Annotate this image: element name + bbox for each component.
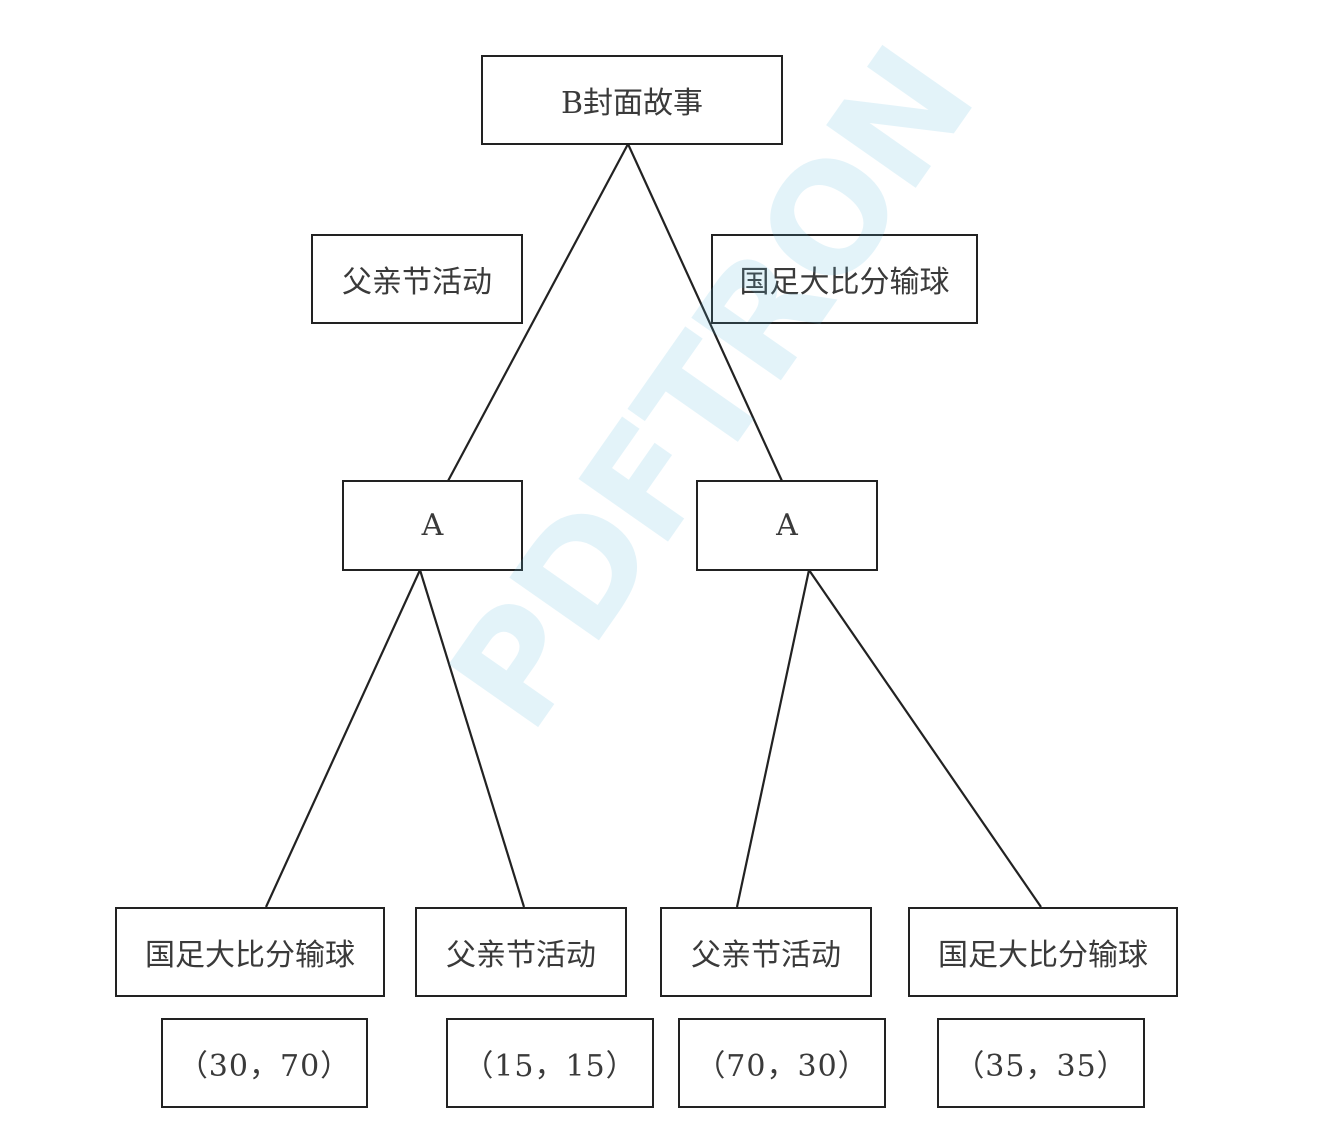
leaf-node-4-label: 国足大比分输球 [938, 938, 1148, 973]
decision-node-a-left-label: A [421, 508, 444, 543]
root-node-b: B封面故事 [481, 55, 783, 145]
branch-label-right: 国足大比分输球 [711, 234, 978, 324]
payoff-box-2: （15，15） [446, 1018, 654, 1108]
leaf-node-3-label: 父亲节活动 [691, 938, 841, 973]
edge-right-a-to-leaf-4 [808, 569, 1042, 908]
branch-label-left-text: 父亲节活动 [342, 265, 492, 300]
payoff-4-text: （35，35） [954, 1049, 1128, 1084]
leaf-node-2-label: 父亲节活动 [446, 938, 596, 973]
leaf-node-4: 国足大比分输球 [908, 907, 1178, 997]
leaf-node-3: 父亲节活动 [660, 907, 872, 997]
edge-root-to-left-a [447, 143, 629, 482]
branch-label-right-text: 国足大比分输球 [739, 265, 950, 300]
payoff-3-text: （70，30） [695, 1049, 869, 1084]
decision-node-a-right-label: A [776, 508, 798, 543]
payoff-box-3: （70，30） [678, 1018, 886, 1108]
leaf-node-1-label: 国足大比分输球 [145, 938, 355, 973]
leaf-node-2: 父亲节活动 [415, 907, 627, 997]
decision-node-a-right: A [696, 480, 878, 571]
edge-left-a-to-leaf-1 [264, 569, 422, 908]
edge-right-a-to-leaf-3 [735, 569, 811, 908]
payoff-2-text: （15，15） [463, 1049, 637, 1084]
branch-label-left: 父亲节活动 [311, 234, 523, 324]
edge-root-to-right-a [626, 143, 784, 482]
payoff-1-text: （30，70） [177, 1049, 352, 1084]
edge-left-a-to-leaf-2 [418, 569, 526, 908]
payoff-box-1: （30，70） [161, 1018, 368, 1108]
leaf-node-1: 国足大比分输球 [115, 907, 385, 997]
decision-node-a-left: A [342, 480, 523, 571]
payoff-box-4: （35，35） [937, 1018, 1145, 1108]
root-node-label: B封面故事 [560, 86, 704, 121]
